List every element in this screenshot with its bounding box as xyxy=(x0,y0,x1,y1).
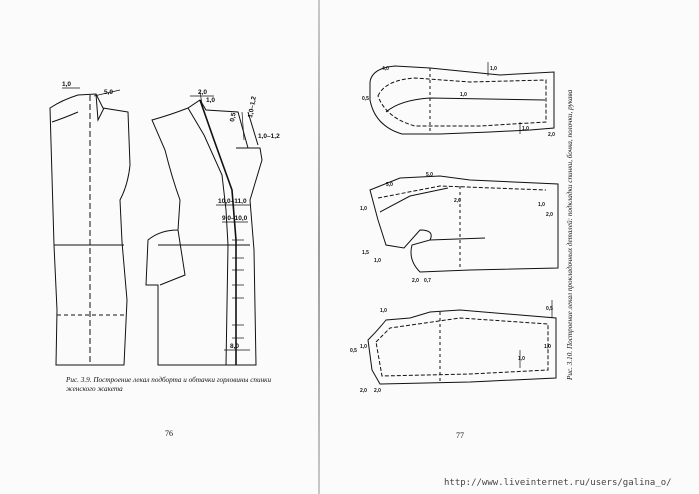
left-pattern-drawing: 1,0 5,0 2,0 1,0 0,5 1,0–1,2 1,0–1,2 10,0… xyxy=(49,81,280,366)
book-gutter xyxy=(318,0,320,494)
right-page: 1,0 1,0 1,0 0,5 4,0 2,0 5,0 5,0 2,0 1,0 … xyxy=(320,0,699,494)
dim-label: 1,0 xyxy=(522,126,529,132)
dim-label: 2,0 xyxy=(360,388,367,394)
dim-label: 1,0 xyxy=(460,92,467,98)
dim-label: 1,0 xyxy=(374,258,381,264)
figure-caption-vertical: Рис. 3.10. Построение лекал прокладочных… xyxy=(560,60,578,390)
page-number: 76 xyxy=(165,429,173,438)
dim-label: 0,5 xyxy=(229,112,238,122)
dim-label: 5,0 xyxy=(386,182,393,188)
dim-label: 2,0 xyxy=(546,212,553,218)
dim-label: 1,0 xyxy=(538,202,545,208)
dim-label: 1,0 xyxy=(544,344,551,350)
dim-label: 1,0 xyxy=(360,206,367,212)
dim-label: 1,0 xyxy=(360,344,367,350)
dim-label: 1,0 xyxy=(206,97,215,104)
right-pattern-drawing: 1,0 1,0 1,0 0,5 4,0 2,0 5,0 5,0 2,0 1,0 … xyxy=(350,62,559,394)
figure-caption: Рис. 3.10. Построение лекал прокладочных… xyxy=(566,89,574,380)
dim-label: 0,7 xyxy=(424,278,431,284)
dim-label: 1,0 xyxy=(490,66,497,72)
dim-label: 0,5 xyxy=(546,306,553,312)
dim-label: 4,0 xyxy=(382,66,389,72)
figure-caption: Рис. 3.9. Построение лекал подборта и об… xyxy=(66,376,272,393)
source-url[interactable]: http://www.liveinternet.ru/users/galina_… xyxy=(444,478,672,488)
dim-label: 1,0 xyxy=(380,308,387,314)
dim-label: 2,0 xyxy=(198,89,207,96)
dim-label: 5,0 xyxy=(426,172,433,178)
dim-label: 0,5 xyxy=(362,96,369,102)
dim-label: 1,5 xyxy=(362,250,369,256)
dim-label: 2,0 xyxy=(548,132,555,138)
dim-label: 2,0 xyxy=(374,388,381,394)
dim-label: 2,0 xyxy=(454,198,461,204)
dim-label: 9,0–10,0 xyxy=(222,215,248,222)
dim-label: 1,0 xyxy=(518,356,525,362)
dim-label: 1,0 xyxy=(62,81,71,88)
dim-label: 5,0 xyxy=(104,89,113,96)
page-number: 77 xyxy=(456,431,464,440)
left-page: 1,0 5,0 2,0 1,0 0,5 1,0–1,2 1,0–1,2 10,0… xyxy=(0,0,318,494)
dim-label: 0,5 xyxy=(350,348,357,354)
dim-label: 10,0–11,0 xyxy=(218,198,247,205)
dim-label: 1,0–1,2 xyxy=(247,95,258,118)
dim-label: 1,0–1,2 xyxy=(258,133,280,140)
dim-label: 2,0 xyxy=(412,278,419,284)
dim-label: 8,0 xyxy=(230,343,239,350)
